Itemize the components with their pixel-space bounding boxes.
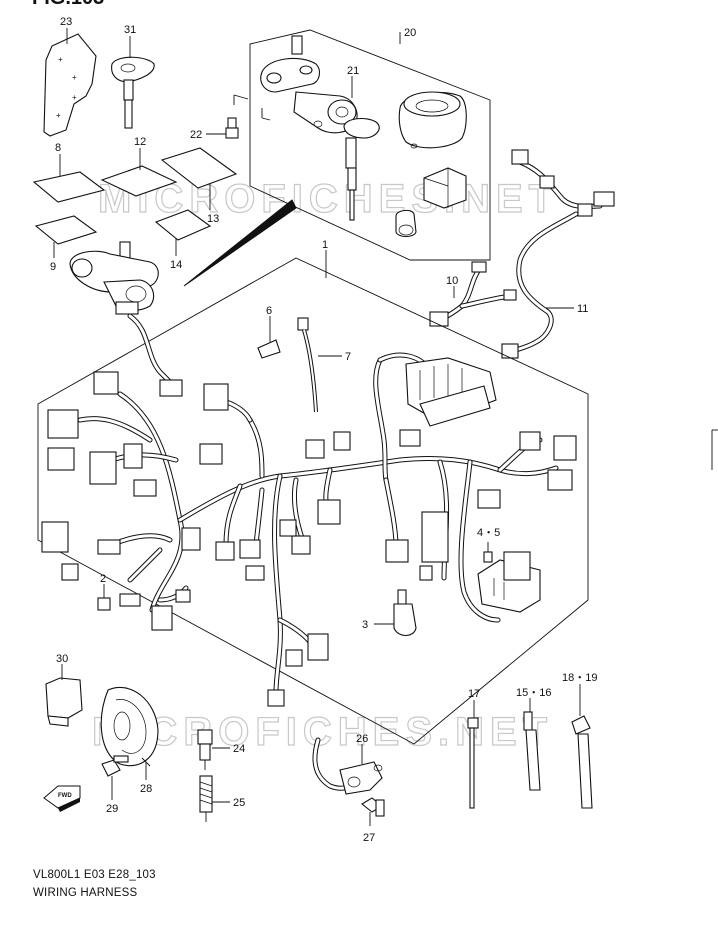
ignition-key [111,56,155,129]
connector-2 [97,597,111,611]
spring-25 [199,775,213,822]
bolt-29 [101,755,129,777]
svg-text:+: + [56,111,61,120]
harness-connectors [41,371,577,707]
callout-9: 9 [50,261,56,273]
callout-1: 1 [322,239,328,251]
callout-2: 2 [100,573,106,585]
fuel-cap [398,91,467,149]
bolt-27 [361,797,385,817]
callout-23: 23 [60,16,72,28]
callout-8: 8 [55,142,61,154]
label-sticker-9 [34,215,98,245]
ignition-group-frame [249,29,491,261]
svg-text:+: + [72,93,77,102]
svg-text:+: + [58,55,63,64]
screw-22 [225,117,239,139]
callout-18-19: 18・19 [562,672,597,684]
cover-plate: + + + + [43,33,97,137]
callout-31: 31 [124,24,136,36]
callout-6: 6 [266,305,272,317]
callout-10: 10 [446,275,458,287]
label-sticker-14 [154,209,212,241]
callout-14: 14 [170,259,182,271]
lock-cylinder [395,209,417,238]
sensor-3 [393,589,417,637]
ignition-switch [260,35,358,134]
callout-17: 17 [468,688,480,700]
cable-tie-7 [297,317,318,413]
horn-28 [100,686,159,767]
svg-text:+: + [72,73,77,82]
callout-24: 24 [233,743,245,755]
sub-harness-10 [429,261,517,327]
watermark-bottom: MICROFICHES.NET [92,710,553,754]
fuse-box [477,551,541,613]
ecu-connector-block [405,357,497,427]
figure-label: FIG.103 [32,0,104,9]
sensor-26 [312,737,383,795]
callout-21: 21 [347,65,359,77]
callout-12: 12 [134,136,146,148]
switch-24 [197,729,213,770]
watermark-top: MICROFICHES.NET [98,177,559,221]
fwd-arrow-icon: FWD [43,785,81,812]
label-sticker-12 [100,165,178,197]
callout-13: 13 [207,213,219,225]
handle-lock-assembly [69,241,159,315]
cable-tie-15-16 [523,711,541,791]
callout-30: 30 [56,653,68,665]
callout-4-5: 4・5 [477,527,500,539]
section-title: WIRING HARNESS [33,887,138,899]
callout-20: 20 [404,27,416,39]
relay-30 [45,677,83,727]
callout-25: 25 [233,797,245,809]
callout-22: 22 [190,129,202,141]
cable-tie-18-19 [571,715,593,809]
callout-15-16: 15・16 [516,687,551,699]
callout-7: 7 [345,351,351,363]
callout-11: 11 [577,303,588,315]
label-sticker-8 [32,171,106,203]
seat-lock [423,167,467,209]
svg-text:FWD: FWD [58,793,72,799]
callout-28: 28 [140,783,152,795]
assembly-arrow [183,199,297,287]
callout-29: 29 [106,803,118,815]
main-harness-frame [37,257,589,745]
callout-26: 26 [356,733,368,745]
label-sticker-13 [160,147,238,189]
harness-clamp-6 [257,339,281,359]
key-in-lock [343,117,380,221]
model-code: VL800L1 E03 E28_103 [33,869,156,881]
cable-tie-17 [467,717,479,809]
sub-harness-11 [501,149,615,359]
callout-3: 3 [362,619,368,631]
callout-27: 27 [363,832,375,844]
